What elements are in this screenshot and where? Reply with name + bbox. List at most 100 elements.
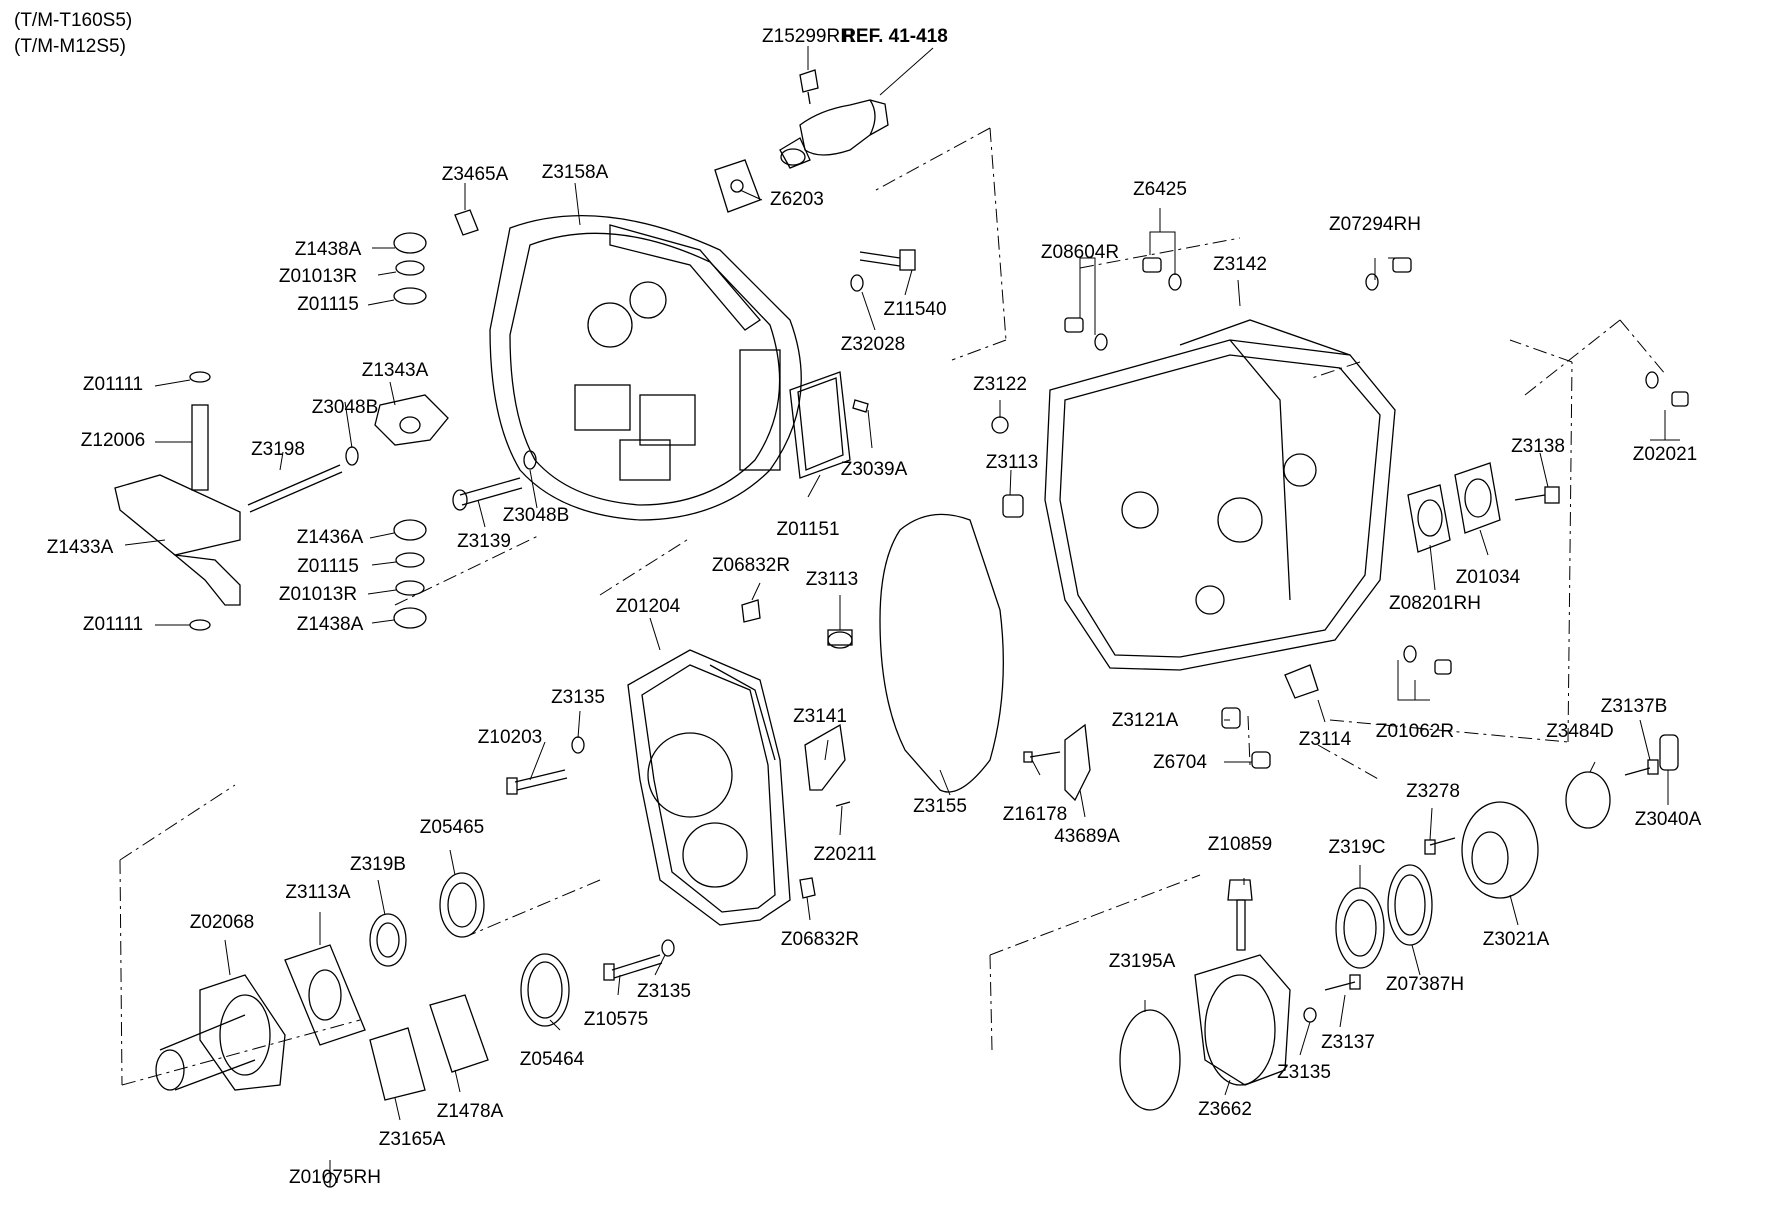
part-label: Z6203 — [770, 189, 824, 210]
gasket-z3155 — [879, 513, 1004, 793]
leader-lines — [124, 46, 1680, 1187]
part-label: Z01115 — [297, 294, 359, 315]
part-label: Z01075RH — [289, 1167, 381, 1188]
bolt-z3039a — [852, 399, 869, 413]
part-label: Z01013R — [279, 266, 357, 287]
part-label: Z3165A — [379, 1129, 446, 1150]
part-label: Z1438A — [297, 614, 364, 635]
part-label: Z3039A — [841, 459, 908, 480]
part-label: Z10203 — [478, 727, 542, 748]
part-label: Z01151 — [776, 519, 839, 540]
part-label: Z08604R — [1041, 242, 1119, 263]
part-label: Z32028 — [841, 334, 905, 355]
part-label: Z3113 — [986, 452, 1038, 473]
part-label: Z3465A — [442, 164, 509, 185]
part-label: Z1343A — [362, 360, 429, 381]
part-label: Z15299RH — [762, 26, 854, 47]
slave-cylinder — [779, 69, 889, 169]
part-label: Z1438A — [295, 239, 362, 260]
part-label: Z6704 — [1153, 752, 1207, 773]
part-label: Z6425 — [1133, 179, 1187, 200]
plate-z3114 — [1284, 664, 1319, 699]
part-label: Z3141 — [793, 706, 847, 727]
left-gaskets — [284, 944, 489, 1188]
part-label: Z3021A — [1483, 929, 1550, 950]
part-label: Z3137 — [1321, 1032, 1375, 1053]
part-label: Z08201RH — [1389, 593, 1481, 614]
part-label: Z3158A — [542, 162, 609, 183]
part-label: Z06832R — [712, 555, 790, 576]
clutch-housing — [489, 215, 802, 521]
part-label: Z3278 — [1406, 781, 1460, 802]
washer-z32028 — [850, 274, 864, 292]
bolt-z20211 — [835, 801, 851, 807]
part-label: Z3040A — [1635, 809, 1702, 830]
part-label: Z3135 — [551, 687, 605, 708]
transmission-case — [1044, 319, 1396, 671]
part-label: Z06832R — [781, 929, 859, 950]
part-label: Z05464 — [520, 1049, 585, 1070]
seals — [369, 872, 570, 1027]
part-label: Z3137B — [1601, 696, 1668, 717]
part-label: Z319C — [1328, 837, 1385, 858]
shift-fork-assembly — [114, 232, 449, 631]
part-label: Z02021 — [1633, 444, 1697, 465]
washer-z3135-a — [571, 736, 585, 754]
part-label: Z3121A — [1112, 710, 1179, 731]
part-label: Z3195A — [1109, 951, 1176, 972]
part-label: Z01013R — [279, 584, 357, 605]
part-label: Z05465 — [420, 817, 484, 838]
part-label: Z319B — [350, 854, 406, 875]
part-label: Z1478A — [437, 1101, 504, 1122]
part-label: Z01062R — [1376, 721, 1454, 742]
part-label: Z3122 — [973, 374, 1027, 395]
bolt-z10575 — [603, 954, 663, 981]
part-label: Z3113A — [285, 882, 350, 903]
part-label: 43689A — [1054, 826, 1120, 847]
part-label: Z01115 — [297, 556, 359, 577]
part-label: Z01111 — [83, 614, 143, 635]
part-label: Z16178 — [1003, 804, 1067, 825]
gaskets-z08201rh-z01034 — [1407, 462, 1560, 553]
part-label: Z07387H — [1386, 974, 1464, 995]
part-label: Z3484D — [1546, 721, 1614, 742]
pin-z06832r-top — [741, 599, 761, 623]
callout-labels: REF. 41-418 Z15299RH Z6203 Z3465A Z3158A… — [47, 26, 1702, 1188]
pin-z06832r-bottom — [799, 877, 816, 899]
part-label: Z3113 — [806, 569, 858, 590]
bolt-z10203 — [506, 769, 568, 795]
cover-z01151 — [789, 371, 851, 479]
plate-z6203 — [714, 159, 761, 213]
part-label: Z3135 — [1277, 1062, 1331, 1083]
bolt-z11540 — [859, 249, 916, 271]
part-label: Z07294RH — [1329, 214, 1421, 235]
part-label: Z3048B — [312, 397, 379, 418]
bracket-z3141 — [804, 723, 846, 791]
part-label: Z01034 — [1456, 567, 1521, 588]
part-label: Z01204 — [616, 596, 681, 617]
case-plugs — [991, 257, 1689, 769]
part-label: Z3662 — [1198, 1099, 1252, 1120]
part-label: Z3114 — [1299, 729, 1352, 750]
flange-z02068 — [155, 974, 286, 1091]
model-code-m12s5: (T/M-M12S5) — [14, 36, 126, 57]
part-label: Z3135 — [637, 981, 691, 1002]
output-assembly — [1119, 734, 1679, 1111]
washer-z3135-b — [661, 939, 675, 957]
part-label: Z12006 — [81, 430, 145, 451]
ref-callout[interactable]: REF. 41-418 — [842, 26, 948, 47]
intermediate-housing — [627, 649, 791, 926]
part-label: Z3138 — [1511, 436, 1565, 457]
model-code-t160s5: (T/M-T160S5) — [14, 10, 133, 31]
part-label: Z1433A — [47, 537, 114, 558]
part-label: Z3142 — [1213, 254, 1267, 275]
part-label: Z02068 — [190, 912, 254, 933]
part-label: Z1436A — [297, 527, 364, 548]
plate-z3465a — [454, 209, 479, 236]
part-label: Z3139 — [457, 531, 511, 552]
pin-z3139 — [452, 477, 523, 511]
bracket-43689a — [1023, 723, 1091, 802]
part-label: Z01111 — [83, 374, 143, 395]
part-label: Z3198 — [251, 439, 305, 460]
